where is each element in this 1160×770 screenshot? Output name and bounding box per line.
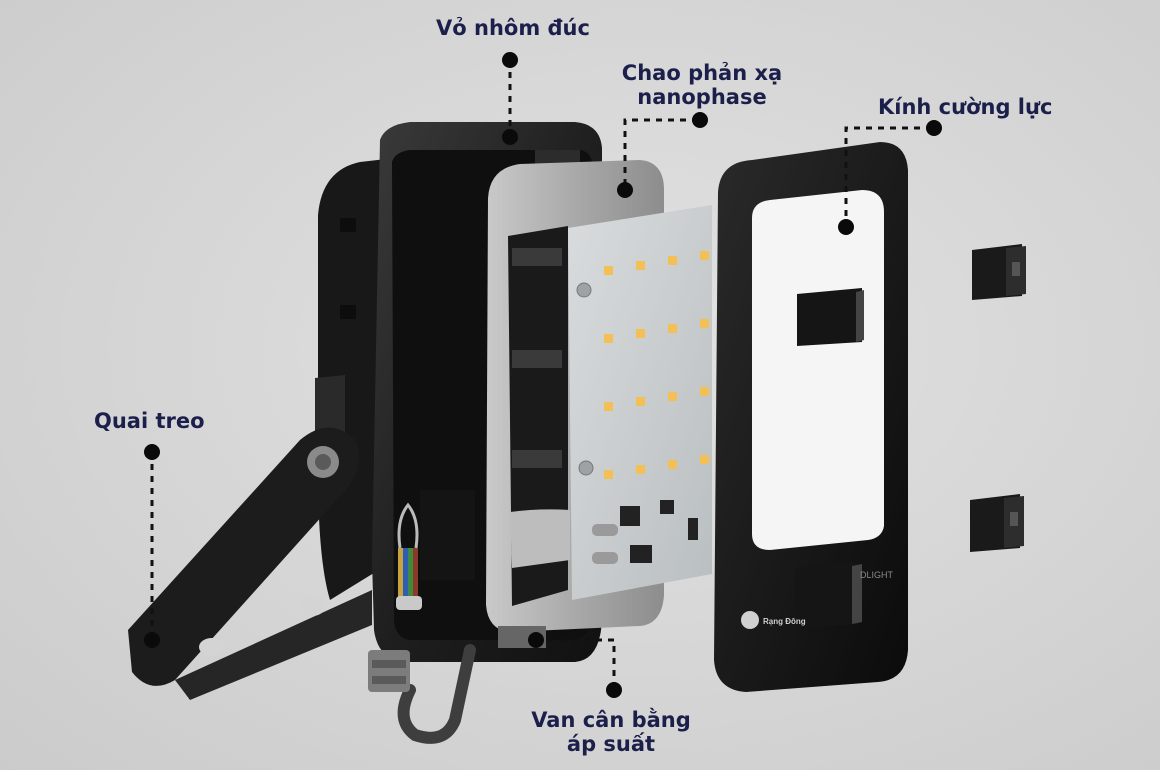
leader-reflector	[623, 118, 698, 190]
brand-mark: Rạng Đông	[763, 617, 806, 626]
wires	[396, 490, 475, 610]
cable-gland	[368, 644, 476, 744]
label-reflector-line2: nanophase	[637, 85, 767, 109]
led-chip	[604, 470, 613, 479]
dot-bracket-bottom	[144, 632, 160, 648]
led-chip	[636, 261, 645, 270]
bracket	[128, 375, 372, 700]
led-array	[604, 251, 709, 479]
leader-valve	[536, 638, 616, 690]
dot-glass-top	[926, 120, 942, 136]
led-chip	[604, 334, 613, 343]
dot-valve-left	[528, 632, 544, 648]
dot-reflector-bottom	[617, 182, 633, 198]
led-chip	[636, 465, 645, 474]
label-glass: Kính cường lực	[878, 95, 1053, 119]
dot-housing-top	[502, 52, 518, 68]
label-bracket: Quai treo	[94, 409, 205, 433]
led-chip	[700, 251, 709, 260]
led-board	[568, 205, 712, 600]
dot-housing-bottom	[502, 129, 518, 145]
led-chip	[636, 397, 645, 406]
tempered-glass: Rạng Đông DLIGHT	[714, 142, 908, 692]
dot-valve-bottom	[606, 682, 622, 698]
label-valve: Van cân bằng áp suất	[520, 708, 702, 756]
label-housing: Vỏ nhôm đúc	[436, 16, 590, 40]
frame-print: DLIGHT	[860, 570, 894, 580]
label-reflector-line1: Chao phản xạ	[621, 61, 783, 85]
dot-glass-bottom	[838, 219, 854, 235]
leader-glass	[844, 126, 932, 226]
dot-reflector-top	[692, 112, 708, 128]
led-chip	[700, 319, 709, 328]
led-chip	[668, 324, 677, 333]
led-chip	[668, 392, 677, 401]
led-chip	[668, 256, 677, 265]
dot-bracket-top	[144, 444, 160, 460]
led-chip	[636, 329, 645, 338]
clip-bottom	[970, 494, 1024, 552]
led-chip	[604, 402, 613, 411]
clip-top	[972, 244, 1026, 300]
led-chip	[604, 266, 613, 275]
led-chip	[700, 387, 709, 396]
label-valve-line2: áp suất	[566, 732, 656, 756]
label-valve-line1: Van cân bằng	[531, 708, 691, 732]
led-chip	[700, 455, 709, 464]
led-chip	[668, 460, 677, 469]
label-reflector: Chao phản xạ nanophase	[612, 61, 792, 109]
